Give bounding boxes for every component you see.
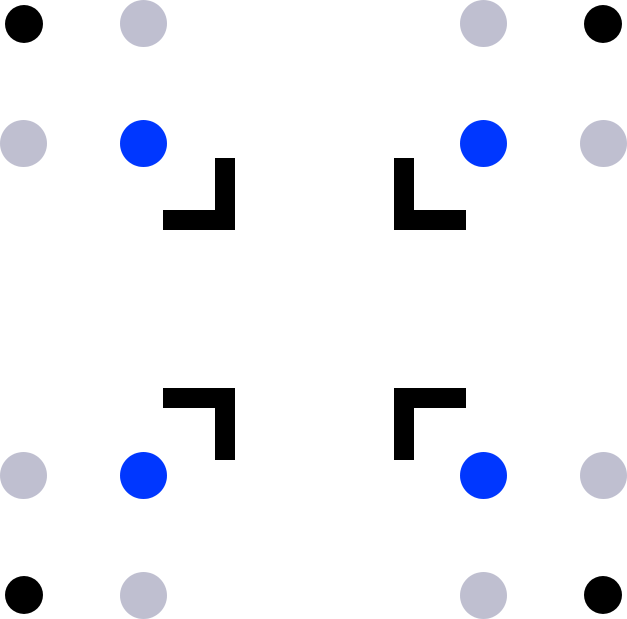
corner-dot-bottom-left (5, 576, 43, 614)
ring-dot-bottom-right-above (580, 452, 627, 499)
bracket-bottom-right (394, 388, 466, 460)
accent-dot-bottom-right (460, 452, 507, 499)
accent-dot-top-right (460, 120, 507, 167)
ring-dot-bottom-left-above (0, 452, 47, 499)
ring-dot-top-right-below (580, 120, 627, 167)
ring-dot-top-right-left (460, 0, 507, 47)
bracket-bottom-left (163, 388, 235, 460)
ring-dot-top-left-right (120, 0, 167, 47)
corner-dot-bottom-right (584, 576, 622, 614)
bracket-top-right (394, 158, 466, 230)
corner-dot-top-left (5, 5, 43, 43)
ring-dot-top-left-below (0, 120, 47, 167)
ring-dot-bottom-left-right (120, 572, 167, 619)
accent-dot-top-left (120, 120, 167, 167)
ring-dot-bottom-right-left (460, 572, 507, 619)
accent-dot-bottom-left (120, 452, 167, 499)
bracket-top-left (163, 158, 235, 230)
corner-dot-top-right (584, 5, 622, 43)
